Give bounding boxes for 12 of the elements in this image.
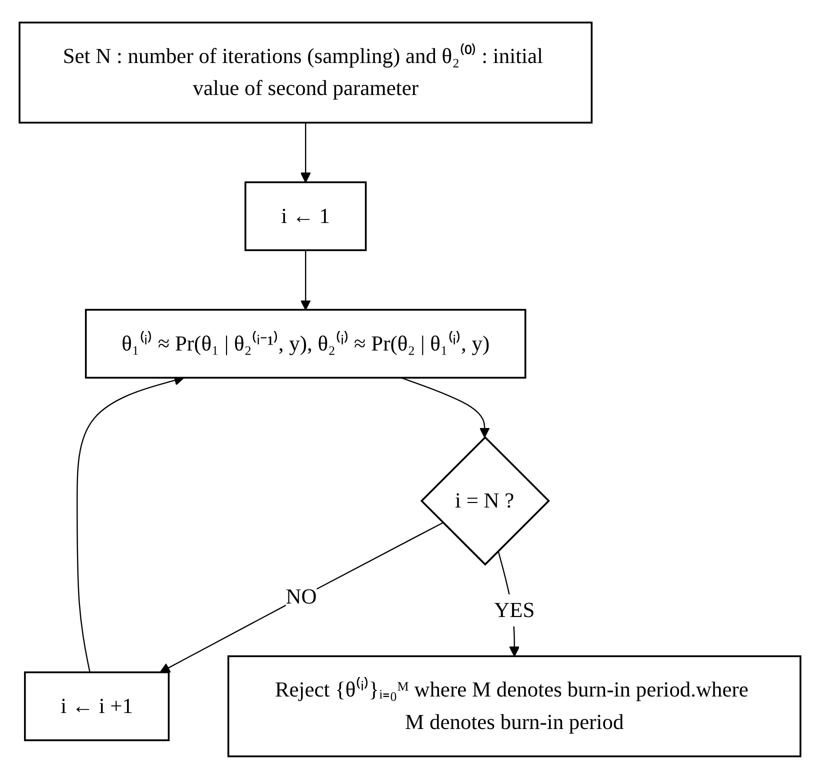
node-box: Reject {θ⁽ⁱ⁾}ᵢ₌₀ᴹ where M denotes burn-in period.where M denotes burn-in period xyxy=(227,654,802,757)
edge-label: NO xyxy=(286,584,317,608)
arrow xyxy=(300,122,311,182)
arrow xyxy=(400,376,490,438)
node-box: i ← 1 xyxy=(244,180,367,251)
edge-label: YES xyxy=(494,597,535,622)
node-diamond: i = N ? xyxy=(420,436,550,566)
node-box: i ← i +1 xyxy=(24,670,170,741)
node-box: Set N : number of iterations (sampling) and θ₂⁽⁰⁾ : initial value of second parameter xyxy=(18,21,593,124)
arrow xyxy=(160,522,444,672)
arrow xyxy=(300,250,311,310)
node-box: θ₁⁽ⁱ⁾ ≈ Pr(θ₁ | θ₂⁽ⁱ⁻¹⁾, y), θ₂⁽ⁱ⁾ ≈ Pr(θ₂ | θ₁⁽ⁱ⁾, y) xyxy=(84,308,526,378)
